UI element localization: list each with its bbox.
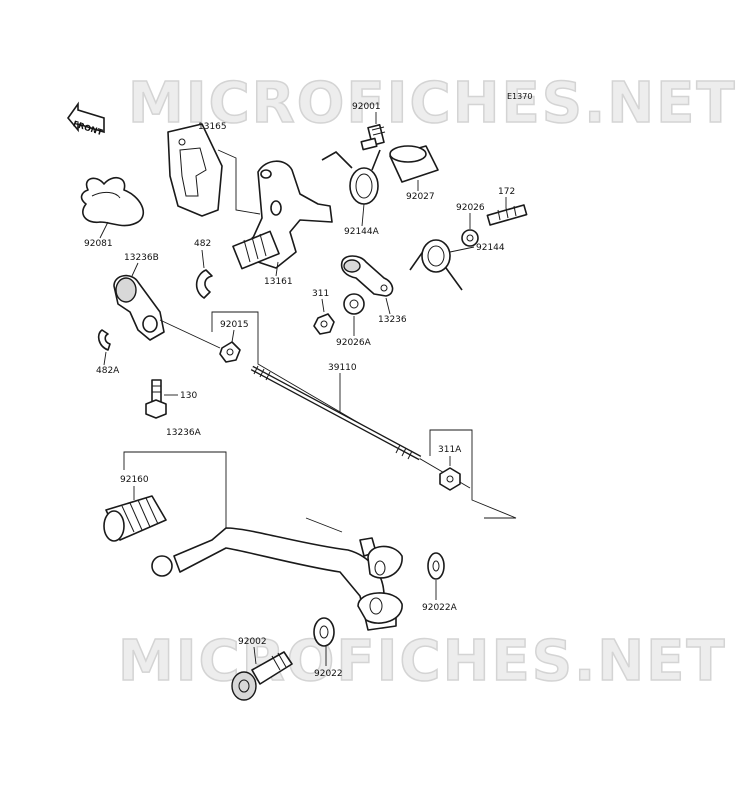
label-311A: 311A — [438, 445, 462, 455]
label-92026A: 92026A — [336, 338, 372, 348]
bolt-130 — [145, 379, 167, 419]
label-311: 311 — [312, 289, 329, 299]
circlip-482A — [97, 329, 111, 351]
bolt-92002 — [231, 651, 293, 701]
label-130: 130 — [180, 391, 197, 401]
arm-13236 — [340, 255, 394, 297]
nut-311A — [439, 467, 461, 491]
front-arrow-icon: FRONT — [66, 101, 105, 137]
washer-92022A — [427, 552, 445, 580]
shift-pedal-13236A — [151, 527, 403, 631]
label-92026: 92026 — [456, 203, 485, 213]
label-13236: 13236 — [378, 315, 407, 325]
label-13236B: 13236B — [124, 253, 159, 263]
label-172: 172 — [498, 187, 515, 197]
label-13161: 13161 — [264, 277, 293, 287]
label-92144A: 92144A — [344, 227, 380, 237]
watermark-bottom: MICROFICHES.NET — [118, 629, 727, 694]
stud-172 — [486, 204, 528, 226]
spring-92144 — [409, 239, 463, 291]
label-92022A: 92022A — [422, 603, 458, 613]
label-482: 482 — [194, 239, 211, 249]
label-92015: 92015 — [220, 320, 249, 330]
tie-rod-39110 — [250, 365, 422, 461]
plate-13165 — [167, 123, 223, 217]
washer-92022 — [313, 617, 335, 647]
washer-92026 — [461, 229, 479, 247]
lever-13236B — [113, 274, 165, 341]
label-92144: 92144 — [476, 243, 505, 253]
label-13165: 13165 — [198, 122, 227, 132]
label-92002: 92002 — [238, 637, 267, 647]
label-92081: 92081 — [84, 239, 113, 249]
label-39110: 39110 — [328, 363, 357, 373]
diagram-code: E1370 — [507, 92, 532, 101]
label-13236A: 13236A — [166, 428, 202, 438]
collar-92027 — [389, 145, 439, 183]
rubber-92160 — [103, 495, 167, 542]
label-92027: 92027 — [406, 192, 435, 202]
nut-311 — [313, 313, 335, 335]
label-482A: 482A — [96, 366, 120, 376]
spring-92144A — [321, 149, 381, 205]
shift-shaft-13161 — [232, 160, 333, 270]
label-92022: 92022 — [314, 669, 343, 679]
label-92001: 92001 — [352, 102, 381, 112]
gasket-92081 — [80, 177, 144, 227]
label-92160: 92160 — [120, 475, 149, 485]
nut-92015 — [219, 341, 241, 363]
bolt-92001 — [360, 124, 386, 151]
circlip-482 — [195, 269, 213, 299]
watermark-top: MICROFICHES.NET — [128, 71, 737, 136]
washer-92026A — [343, 293, 365, 315]
